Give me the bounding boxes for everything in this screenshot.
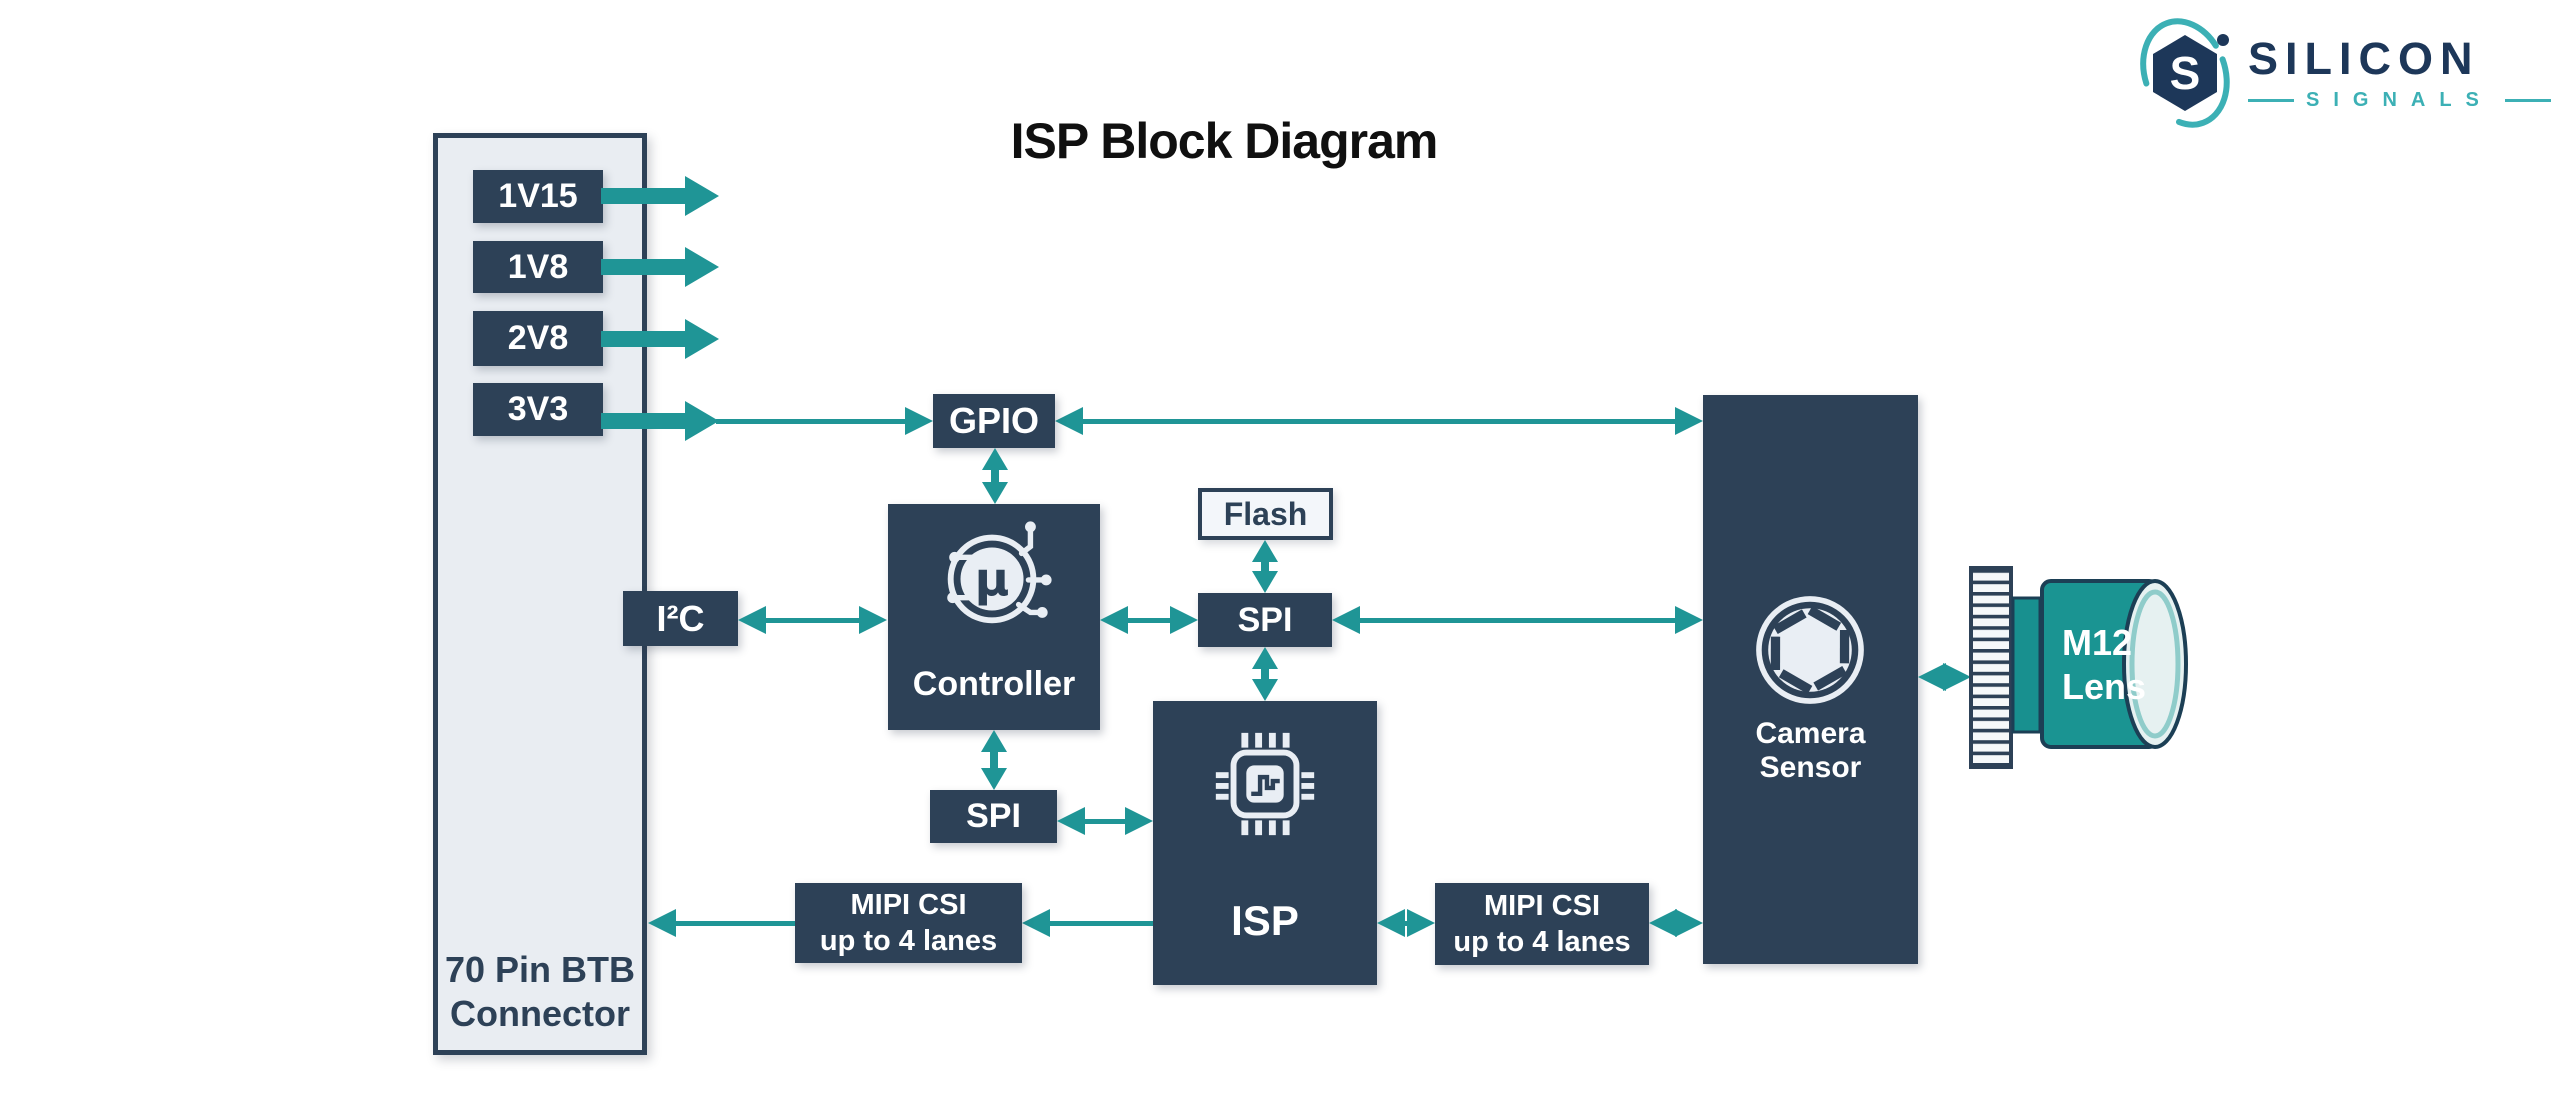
head-mipiin-camera-right (1675, 909, 1703, 937)
aperture-icon (1756, 596, 1864, 704)
line-isp-mipiin (1400, 921, 1412, 926)
page-title: ISP Block Diagram (1010, 113, 1439, 169)
head-flash-spi-down (1252, 571, 1278, 593)
m12-lens-graphic: M12 Lens (1969, 566, 2188, 769)
line-3v3-gpio (716, 419, 907, 424)
head-camera-lens-right (1943, 663, 1971, 691)
isp-block: ISP (1153, 701, 1377, 985)
head-controller-spi-down (981, 768, 1007, 790)
head-i2c-controller-left (738, 606, 766, 634)
silicon-signals-logo: S SILICON SIGNALS (2138, 12, 2551, 134)
line-mipiout-connector (673, 921, 795, 926)
lens-label-line1: M12 (2062, 622, 2132, 663)
mipi-out-line1: MIPI CSI (850, 889, 967, 921)
spi-flash-block: SPI (1198, 593, 1332, 647)
line-spi-camera (1356, 618, 1680, 623)
controller-label: Controller (912, 665, 1076, 703)
head-gpio-camera-right (1675, 407, 1703, 435)
head-3v3-gpio (905, 407, 933, 435)
head-spi-isp-left (1057, 807, 1085, 835)
head-gpio-camera-left (1055, 407, 1083, 435)
rail-3v3-arrowhead (685, 401, 719, 441)
rail-1v15-arrowhead (685, 176, 719, 216)
power-rail-1v8: 1V8 (473, 241, 603, 293)
rail-2v8-arrow (601, 331, 687, 347)
line-spimid-isp (1261, 665, 1269, 683)
line-isp-mipiout (1047, 921, 1153, 926)
lens-label-line2: Lens (2062, 666, 2146, 707)
head-gpio-controller-up (982, 448, 1008, 470)
power-rail-2v8: 2V8 (473, 311, 603, 366)
head-gpio-controller-down (982, 482, 1008, 504)
logo-subbrand-text: SIGNALS (2306, 88, 2493, 111)
head-isp-mipiout (1022, 909, 1050, 937)
svg-text:μ: μ (975, 553, 1010, 608)
head-flash-spi-up (1252, 540, 1278, 562)
rail-3v3-arrow (601, 413, 687, 429)
gpio-block: GPIO (933, 394, 1055, 448)
line-gpio-camera (1079, 419, 1679, 424)
logo-subbrand-row: SIGNALS (2248, 89, 2551, 112)
mipi-out-line2: up to 4 lanes (819, 925, 998, 957)
line-controller-spi (990, 748, 998, 772)
head-mipiout-connector (648, 909, 676, 937)
mipi-csi-out-block: MIPI CSI up to 4 lanes (795, 883, 1022, 963)
logo-mark-icon: S (2140, 18, 2230, 128)
logo-brand-text: SILICON (2248, 32, 2480, 84)
head-spi-camera-left (1332, 606, 1360, 634)
camera-sensor-block: Camera Sensor (1703, 395, 1918, 964)
head-spi-isp-right (1125, 807, 1153, 835)
logo-dash-left (2248, 98, 2294, 102)
mipi-csi-in-block: MIPI CSI up to 4 lanes (1435, 883, 1649, 965)
rail-1v8-arrowhead (685, 247, 719, 287)
head-controller-spimid-left (1100, 606, 1128, 634)
mipi-in-line2: up to 4 lanes (1453, 926, 1631, 958)
i2c-block: I²C (623, 591, 738, 646)
logo-text: SILICON SIGNALS (2248, 32, 2551, 112)
head-spi-camera-right (1675, 606, 1703, 634)
head-controller-spimid-right (1170, 606, 1198, 634)
flash-block: Flash (1198, 488, 1333, 540)
svg-text:S: S (2170, 47, 2201, 99)
rail-1v15-arrow (601, 188, 687, 204)
logo-dash-right (2504, 98, 2551, 102)
lens-thread-graphic (1969, 566, 2013, 769)
microcontroller-icon: μ (947, 521, 1052, 624)
power-rail-1v15: 1V15 (473, 170, 603, 223)
lens-front-element (2122, 579, 2188, 749)
isp-label: ISP (1231, 897, 1299, 944)
spi-controller-block: SPI (930, 790, 1057, 843)
controller-block: μ Controller (888, 504, 1100, 730)
lens-step-graphic (2011, 596, 2042, 734)
rail-2v8-arrowhead (685, 319, 719, 359)
line-gpio-controller (991, 466, 999, 488)
camera-sensor-label: Camera Sensor (1755, 717, 1866, 784)
chip-icon (1215, 732, 1315, 836)
line-spi-isp (1081, 819, 1129, 824)
rail-1v8-arrow (601, 259, 687, 275)
mipi-in-line1: MIPI CSI (1483, 890, 1600, 922)
line-controller-spimid (1124, 618, 1174, 623)
head-spimid-isp-down (1252, 679, 1278, 701)
btb-connector-label: 70 Pin BTB Connector (444, 949, 636, 1034)
line-flash-spi (1261, 558, 1269, 576)
head-spimid-isp-up (1252, 647, 1278, 669)
line-i2c-controller (762, 618, 863, 623)
head-isp-mipiin-right (1407, 909, 1435, 937)
head-controller-spi-up (981, 730, 1007, 752)
head-i2c-controller-right (859, 606, 887, 634)
power-rail-3v3: 3V3 (473, 383, 603, 436)
